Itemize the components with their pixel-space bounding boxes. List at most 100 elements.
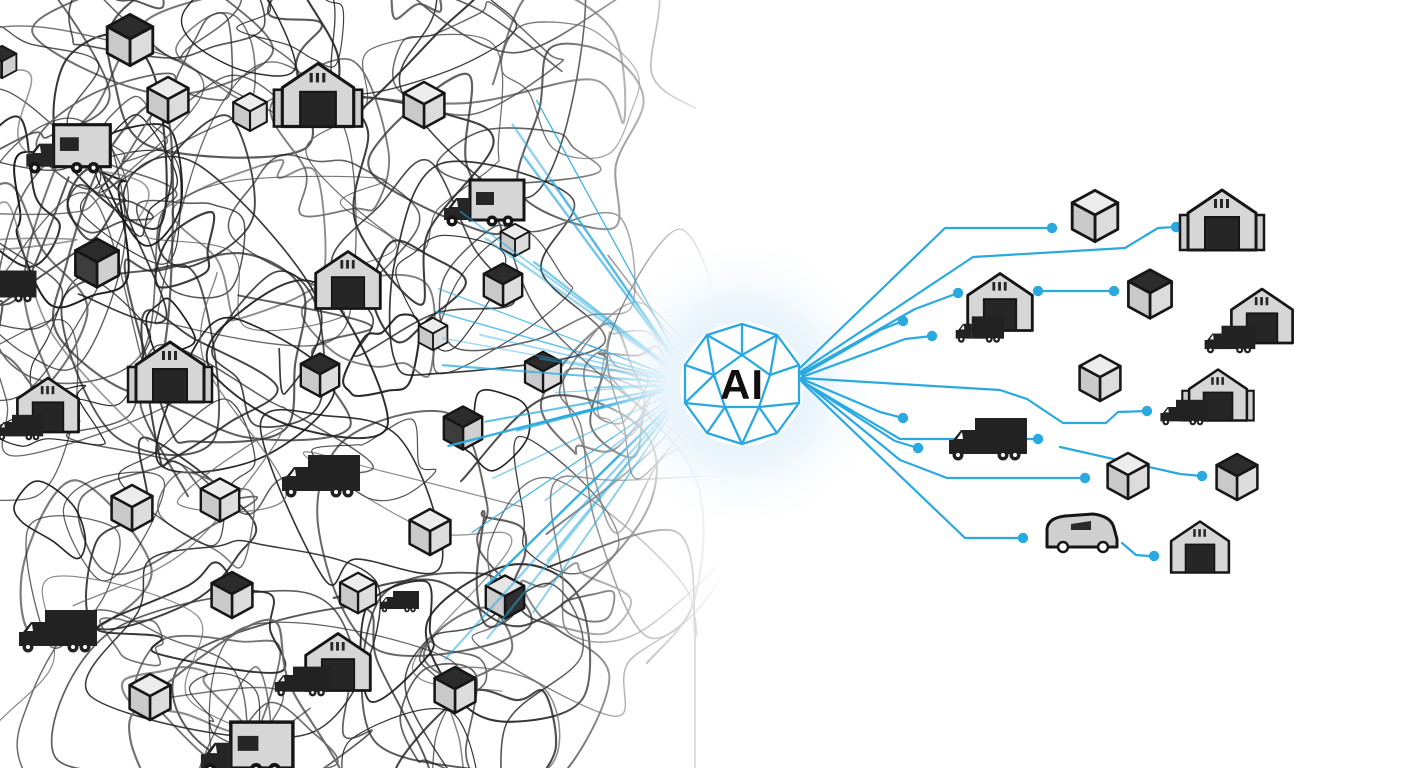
ai-node-wireframe	[683, 322, 801, 446]
circuit-trace	[800, 380, 1025, 540]
scribble-line	[432, 228, 574, 375]
circuit-node-dot	[1196, 470, 1208, 482]
scribble-line	[236, 0, 345, 68]
scribble-line	[94, 113, 179, 238]
circuit-node-dot	[897, 412, 909, 424]
cube-dark-top-icon	[482, 262, 524, 308]
circuit-traces	[798, 221, 1208, 562]
scribble-line	[0, 115, 61, 268]
scribble-line	[13, 480, 87, 560]
circuit-node-dot	[1032, 433, 1044, 445]
scribble-line	[66, 183, 154, 234]
cube-light-icon	[417, 316, 449, 352]
circuit-trace	[798, 225, 1178, 374]
circuit-node-dot	[952, 287, 964, 299]
scribble-line	[77, 155, 323, 395]
scribble-line	[154, 61, 357, 347]
cube-dark-left-icon	[74, 237, 120, 289]
scribble-line	[60, 263, 220, 457]
scribble-line	[351, 96, 495, 306]
scribble-line	[399, 662, 478, 768]
cube-light-icon	[402, 80, 446, 130]
scribble-line	[0, 182, 89, 391]
truck-dark-icon	[955, 316, 1005, 343]
scribble-line	[367, 72, 503, 236]
scribble-line	[140, 309, 279, 468]
warehouse-pillars-icon	[1178, 188, 1266, 252]
scribble-line	[31, 0, 274, 96]
scribble-line	[208, 621, 462, 768]
cube-light-icon	[338, 571, 378, 615]
scribble-line	[341, 708, 477, 768]
cube-dark-top-icon	[210, 570, 254, 620]
circuit-node-dot	[1141, 405, 1153, 417]
scribble-line	[135, 199, 246, 299]
cube-light-icon	[1106, 451, 1150, 501]
truck-dark-icon	[0, 270, 37, 303]
circuit-node-dot	[1148, 550, 1160, 562]
scribble-line	[500, 21, 641, 160]
scribble-line	[84, 539, 382, 739]
scribble-line	[180, 0, 297, 77]
scribble-line	[68, 0, 266, 59]
circuit-node-dot	[1017, 532, 1029, 544]
circuit-trace	[800, 378, 1087, 480]
scribble-line	[115, 0, 165, 10]
ai-label: AI	[720, 361, 764, 408]
scribble-line	[371, 239, 467, 344]
scribble-line	[205, 279, 389, 440]
scribble-line	[0, 117, 130, 402]
scribble-line	[13, 150, 130, 309]
cube-dark-top-icon	[1215, 452, 1259, 502]
scribble-line	[305, 33, 504, 252]
scribble-line	[0, 192, 178, 457]
van-icon	[1045, 512, 1119, 554]
scribble-line	[77, 460, 258, 576]
scribble-line	[0, 242, 64, 330]
scribble-line	[330, 158, 516, 358]
circuit-node-dot	[926, 330, 938, 342]
scribble-line	[560, 589, 616, 623]
scribble-line	[106, 0, 323, 159]
cube-light-icon	[408, 507, 452, 557]
circuit-trace	[798, 226, 1054, 370]
scribble-line	[549, 475, 773, 643]
scribble-line	[546, 528, 698, 768]
scribble-line	[96, 561, 287, 674]
cube-light-icon	[110, 483, 154, 533]
scribble-line	[157, 471, 256, 569]
ai-wire-inner-ring	[712, 353, 772, 409]
scribble-line	[330, 0, 518, 95]
scribble-line	[171, 606, 430, 768]
circuit-node-dot	[1046, 222, 1058, 234]
scribble-line	[516, 42, 645, 231]
scribble-line	[475, 509, 528, 628]
scribble-line	[123, 251, 307, 444]
scribble-line	[0, 69, 150, 225]
warehouse-icon	[1169, 520, 1231, 574]
scribble-line	[50, 589, 373, 768]
truck-gray-icon	[199, 720, 295, 768]
scribble-line	[0, 201, 149, 442]
scribble-line	[259, 409, 444, 587]
scribble-line	[0, 131, 178, 385]
scribble-line	[392, 1, 565, 116]
cube-light-icon	[1070, 188, 1120, 244]
cube-dark-top-icon	[299, 352, 341, 398]
scribble-line	[471, 476, 693, 717]
circuit-trace	[1058, 445, 1204, 478]
scribble-line	[390, 0, 443, 20]
scribble-line	[311, 418, 437, 502]
scribble-line	[98, 617, 164, 667]
circuit-node-dot	[1108, 285, 1120, 297]
cube-dark-top-icon	[1127, 268, 1173, 320]
scribble-line	[436, 127, 602, 185]
truck-dark-icon	[380, 591, 419, 613]
scribble-line	[51, 101, 175, 394]
cube-light-icon	[232, 92, 268, 132]
truck-dark-icon	[19, 610, 97, 653]
truck-dark-icon	[282, 455, 360, 498]
circuit-trace	[800, 379, 920, 450]
scribble-line	[188, 672, 261, 751]
truck-gray-icon	[442, 178, 526, 228]
